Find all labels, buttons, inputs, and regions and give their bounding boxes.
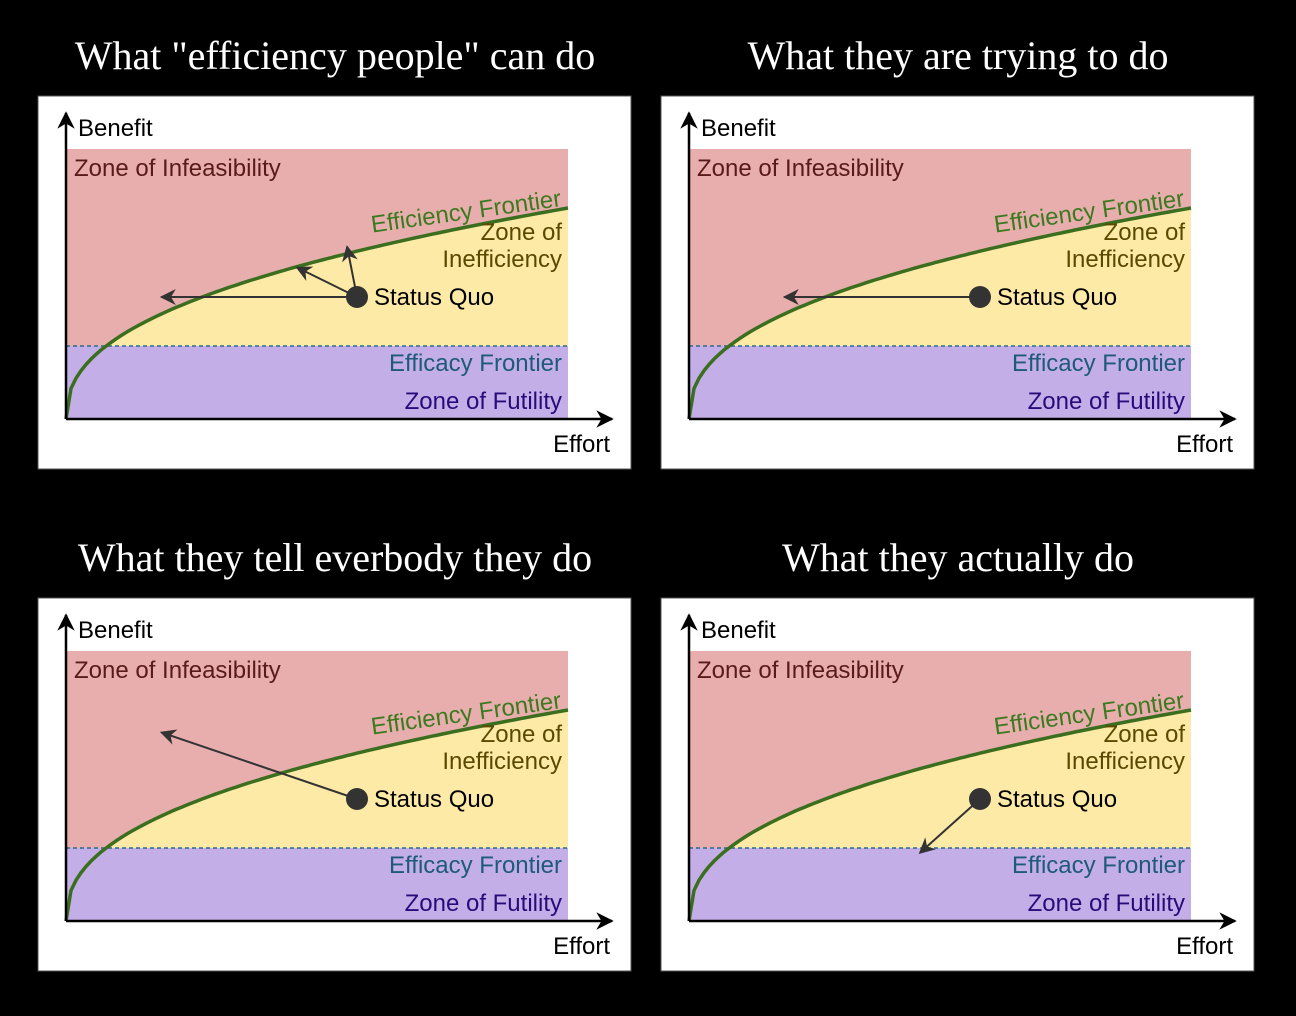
zone-infeasibility-label: Zone of Infeasibility xyxy=(697,657,904,684)
panel-1: What "efficiency people" can do BenefitEf… xyxy=(37,33,632,470)
status-quo-label: Status Quo xyxy=(997,786,1117,813)
status-quo-label: Status Quo xyxy=(997,284,1117,311)
arrow-up-left xyxy=(159,729,358,800)
inefficiency-label: Inefficiency xyxy=(442,246,562,273)
efficiency-frontier-curve xyxy=(687,206,1192,420)
zone-futility-region xyxy=(66,346,568,419)
panel-title: What they are trying to do xyxy=(748,33,1169,78)
zone-futility-label: Zone of Futility xyxy=(405,890,562,917)
arrow-up-left xyxy=(295,266,358,298)
benefit-label: Benefit xyxy=(78,617,153,644)
panel-title: What "efficiency people" can do xyxy=(75,33,596,78)
efficiency-frontier-curve xyxy=(687,708,1192,922)
zone-inefficiency-region xyxy=(689,208,1191,346)
zone-futility-label: Zone of Futility xyxy=(1028,388,1185,415)
zone-futility-label: Zone of Futility xyxy=(405,388,562,415)
benefit-label: Benefit xyxy=(78,115,153,142)
arrow-down-left xyxy=(918,798,981,854)
zone-of-label: Zone of xyxy=(1104,721,1186,748)
zone-futility-label: Zone of Futility xyxy=(1028,890,1185,917)
efficiency-frontier-curve xyxy=(64,708,569,922)
efficiency-frontier-curve xyxy=(64,206,569,420)
inefficiency-label: Inefficiency xyxy=(1065,748,1185,775)
zone-infeasibility-label: Zone of Infeasibility xyxy=(74,657,281,684)
zone-futility-region xyxy=(689,848,1191,921)
benefit-label: Benefit xyxy=(701,617,776,644)
zone-inefficiency-region xyxy=(66,710,568,848)
efficacy-frontier-label: Efficacy Frontier xyxy=(1012,350,1185,377)
effort-label: Effort xyxy=(553,431,610,458)
status-quo-point xyxy=(346,788,368,810)
status-quo-point xyxy=(346,286,368,308)
status-quo-label: Status Quo xyxy=(374,786,494,813)
effort-label: Effort xyxy=(1176,933,1233,960)
status-quo-label: Status Quo xyxy=(374,284,494,311)
efficacy-frontier-label: Efficacy Frontier xyxy=(389,852,562,879)
zone-of-label: Zone of xyxy=(481,219,563,246)
benefit-label: Benefit xyxy=(701,115,776,142)
panel-title: What they tell everbody they do xyxy=(78,535,592,580)
inefficiency-label: Inefficiency xyxy=(1065,246,1185,273)
inefficiency-label: Inefficiency xyxy=(442,748,562,775)
efficacy-frontier-label: Efficacy Frontier xyxy=(389,350,562,377)
effort-label: Effort xyxy=(553,933,610,960)
zone-futility-region xyxy=(689,346,1191,419)
zone-infeasibility-label: Zone of Infeasibility xyxy=(697,155,904,182)
panel-title: What they actually do xyxy=(782,535,1134,580)
zone-futility-region xyxy=(66,848,568,921)
status-quo-point xyxy=(969,788,991,810)
status-quo-point xyxy=(969,286,991,308)
zone-of-label: Zone of xyxy=(1104,219,1186,246)
efficacy-frontier-label: Efficacy Frontier xyxy=(1012,852,1185,879)
zone-of-label: Zone of xyxy=(481,721,563,748)
panel-3: What they tell everbody they do BenefitEf… xyxy=(37,535,632,972)
effort-label: Effort xyxy=(1176,431,1233,458)
zone-inefficiency-region xyxy=(689,710,1191,848)
zone-infeasibility-label: Zone of Infeasibility xyxy=(74,155,281,182)
